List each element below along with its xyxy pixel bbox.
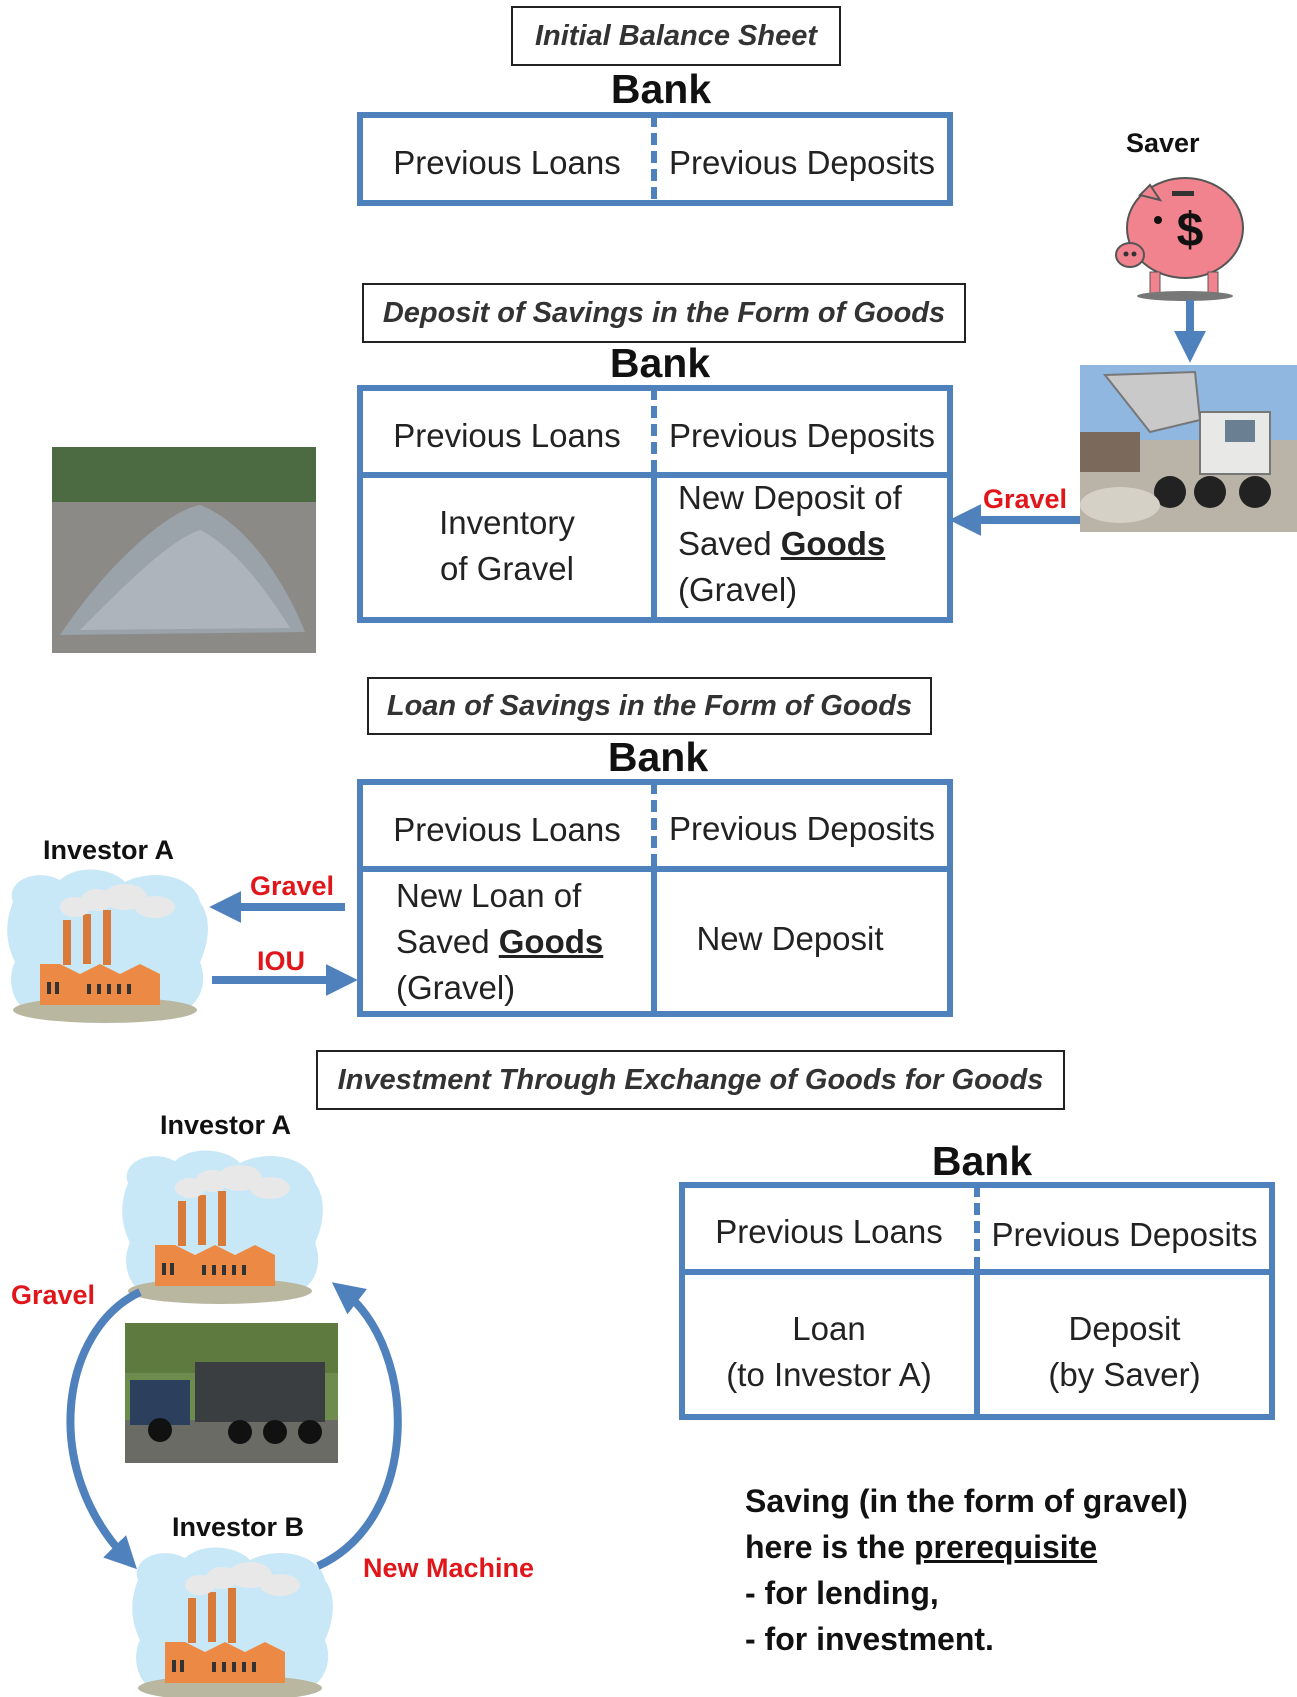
gravel-pile-image — [52, 447, 316, 653]
s3-asset-goods: Goods — [498, 923, 604, 960]
investor-a-label: Investor A — [43, 835, 175, 865]
caption-deposit-text: Deposit of Savings in the Form of Goods — [382, 296, 946, 329]
s2-liab-line1: New Deposit of — [678, 479, 902, 516]
investor-b-label: Investor B — [172, 1512, 305, 1542]
s2-previous-deposits: Previous Deposits — [669, 417, 935, 454]
s2-liab-goods: Goods — [780, 525, 886, 562]
s2-asset-line1: Inventory — [439, 504, 575, 541]
investor-a-exchange-factory-icon — [122, 1150, 323, 1304]
piggy-bank-icon: $ — [1115, 177, 1244, 301]
caption-investment: Investment Through Exchange of Goods for… — [316, 1050, 1065, 1110]
s2-liab-line2: Saved Goods — [678, 521, 948, 567]
note-line4: - for investment. — [745, 1621, 994, 1657]
s4-liab-line1: Deposit — [1068, 1310, 1181, 1347]
s1-previous-deposits: Previous Deposits — [669, 144, 935, 181]
caption-initial: Initial Balance Sheet — [511, 6, 841, 66]
s3-previous-deposits: Previous Deposits — [669, 810, 935, 847]
s4-asset-line2: (to Investor A) — [726, 1356, 932, 1393]
s4-loan-to-investor-a: Loan (to Investor A) — [684, 1306, 974, 1398]
s4-previous-deposits: Previous Deposits — [991, 1216, 1258, 1253]
new-machine-label: New Machine — [363, 1553, 535, 1583]
note-line2: here is the prerequisite — [745, 1524, 1285, 1570]
note-line2-prefix: here is the — [745, 1529, 914, 1565]
iou-label: IOU — [257, 946, 306, 976]
caption-loan: Loan of Savings in the Form of Goods — [367, 677, 932, 735]
caption-deposit: Deposit of Savings in the Form of Goods — [362, 283, 966, 343]
s3-asset-line3: (Gravel) — [396, 969, 516, 1006]
s2-liab-prefix: Saved — [678, 525, 781, 562]
s2-new-deposit: New Deposit of Saved Goods (Gravel) — [678, 475, 948, 613]
bank-title-3: Bank — [607, 734, 709, 780]
initial-balance-sheet — [357, 112, 953, 206]
caption-investment-text: Investment Through Exchange of Goods for… — [337, 1063, 1044, 1096]
svg-text:$: $ — [1177, 204, 1204, 257]
gravel-deposit-label: Gravel — [983, 484, 1068, 514]
gravel-exchange-arrow — [66, 1288, 142, 1570]
note-line1: Saving (in the form of gravel) — [745, 1483, 1188, 1519]
s4-deposit-by-saver: Deposit (by Saver) — [979, 1306, 1270, 1398]
new-machine-arrow — [316, 1282, 402, 1570]
bank-title-2: Bank — [609, 340, 711, 386]
s1-previous-loans: Previous Loans — [393, 144, 621, 181]
conclusion-note: Saving (in the form of gravel) here is t… — [745, 1478, 1285, 1662]
s2-liab-line3: (Gravel) — [678, 571, 798, 608]
s3-new-deposit: New Deposit — [696, 920, 884, 957]
investor-a-factory-icon — [7, 869, 208, 1023]
caption-loan-text: Loan of Savings in the Form of Goods — [386, 689, 913, 722]
note-prerequisite: prerequisite — [913, 1529, 1098, 1565]
gravel-loan-label: Gravel — [250, 871, 335, 901]
truck-photo-image — [125, 1323, 338, 1463]
caption-initial-text: Initial Balance Sheet — [534, 19, 818, 52]
s3-asset-line1: New Loan of — [396, 877, 582, 914]
s4-asset-line1: Loan — [792, 1310, 866, 1347]
bank-title-1: Bank — [610, 66, 712, 112]
s2-inventory-of-gravel: Inventory of Gravel — [362, 500, 652, 592]
final-balance-sheet — [679, 1182, 1275, 1420]
saver-label: Saver — [1126, 128, 1200, 158]
bank-title-4: Bank — [931, 1138, 1033, 1184]
investor-b-factory-icon — [132, 1547, 333, 1697]
s4-previous-loans: Previous Loans — [715, 1213, 943, 1250]
s2-previous-loans: Previous Loans — [393, 417, 621, 454]
s3-new-loan: New Loan of Saved Goods (Gravel) — [396, 873, 652, 1011]
dump-truck-image — [1080, 365, 1297, 532]
s3-asset-prefix: Saved — [396, 923, 499, 960]
note-line3: - for lending, — [745, 1575, 939, 1611]
s2-asset-line2: of Gravel — [440, 550, 574, 587]
s3-previous-loans: Previous Loans — [393, 811, 621, 848]
loan-balance-sheet — [357, 779, 953, 1017]
investor-a-exchange-label: Investor A — [160, 1110, 292, 1140]
s4-liab-line2: (by Saver) — [1048, 1356, 1201, 1393]
gravel-exchange-label: Gravel — [11, 1280, 96, 1310]
s3-asset-line2: Saved Goods — [396, 919, 652, 965]
